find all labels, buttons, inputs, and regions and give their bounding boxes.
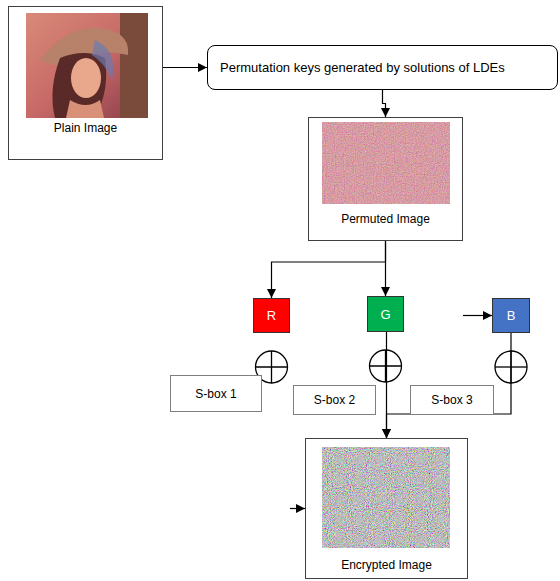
node-label: R	[267, 308, 276, 323]
channel-box: G	[367, 296, 404, 332]
image-box: Encrypted Image	[305, 438, 468, 579]
permuted-image-picture	[322, 122, 450, 204]
process-box: Permutation keys generated by solutions …	[207, 45, 558, 90]
xor-symbols	[256, 350, 528, 383]
image-box: Permuted Image	[308, 117, 463, 241]
flow-arrow	[385, 241, 386, 296]
flow-arrow	[272, 241, 386, 298]
flow-arrow	[387, 333, 512, 438]
node-label: Encrypted Image	[341, 558, 432, 572]
channel-box: B	[492, 298, 530, 333]
flow-arrow	[163, 67, 207, 68]
node-label: B	[507, 308, 516, 323]
node-label: G	[380, 307, 390, 322]
node-label: S-box 2	[314, 393, 355, 407]
node-label: Permutation keys generated by solutions …	[220, 60, 505, 75]
node-label: S-box 3	[431, 393, 472, 407]
sbox-box: S-box 2	[293, 385, 376, 415]
channel-box: R	[253, 298, 290, 333]
node-label: S-box 1	[195, 387, 236, 401]
flow-arrow	[383, 90, 386, 117]
image-box: Plain Image	[8, 6, 163, 160]
node-label: Plain Image	[54, 121, 117, 135]
sbox-box: S-box 1	[170, 375, 262, 412]
encrypted-image-picture	[322, 447, 450, 548]
flow-arrow	[463, 315, 492, 316]
plain-image-picture	[26, 13, 148, 118]
flow-arrow	[290, 508, 305, 509]
node-label: Permuted Image	[341, 212, 430, 226]
sbox-box: S-box 3	[410, 385, 494, 415]
